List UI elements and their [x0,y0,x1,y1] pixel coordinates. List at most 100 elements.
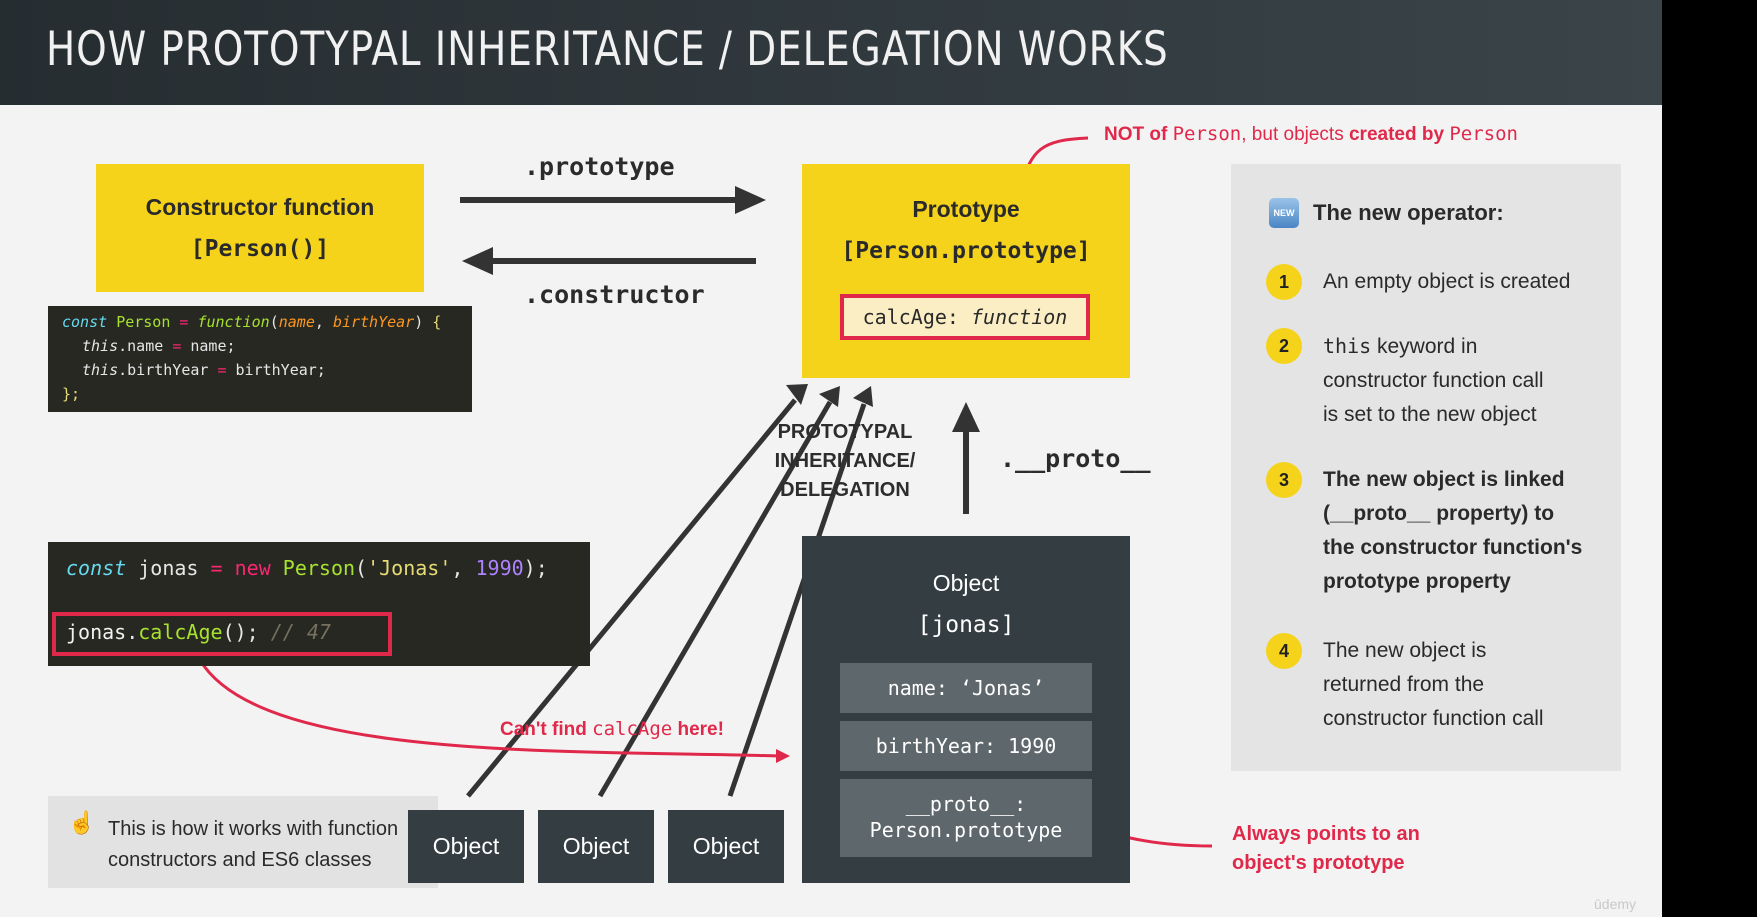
calcage-call-highlight [52,612,392,656]
prototype-box-name: [Person.prototype] [841,238,1091,264]
delegation-arrow-1-head [786,384,808,405]
step-text: The new object is linked (__proto__ prop… [1323,463,1582,599]
code-keyword: const [62,313,108,331]
step-code: this [1323,334,1372,358]
object-box-title: Object [932,570,1000,596]
annotation-line: object's prototype [1232,852,1405,874]
object-field-birthyear: birthYear: 1990 [840,721,1092,771]
code-keyword: this [82,337,119,355]
constructor-box-name: [Person()] [190,236,330,262]
annotation-text: , but objects [1241,124,1349,145]
code-keyword: const [66,556,127,580]
code-operator: = [217,361,227,379]
code-line: }; [48,382,472,406]
constructor-box-title: Constructor function [145,194,375,220]
code-call: (); [222,620,259,644]
code-brace: { [432,313,442,331]
udemy-watermark: ūdemy [1594,896,1637,912]
new-operator-panel: NEW The new operator: 1 An empty object … [1231,164,1621,771]
code-line: jonas.calcAge(); // 47 [66,620,331,644]
step-line: (__proto__ property) to [1323,502,1555,525]
note-text: This is how it works with function const… [108,814,398,876]
code-method: calcAge [138,620,223,644]
code-param: name [278,313,315,331]
code-param: birthYear [332,313,415,331]
code-class: Person [282,556,356,580]
step-number: 2 [1266,328,1302,364]
note-line: This is how it works with function [108,818,399,840]
annotation-code: Person [1172,123,1242,145]
object-field-proto: __proto__: Person.prototype [840,779,1092,857]
annotation-code: Person [1449,123,1518,145]
object-box-name: [jonas] [917,612,1015,638]
object-jonas-box: Object [jonas] name: ‘Jonas’ birthYear: … [802,536,1130,883]
step-line: The new object is linked [1323,468,1565,491]
step-number: 1 [1266,264,1302,300]
delegation-arrow-2 [597,400,833,798]
step-line: returned from the [1323,673,1485,696]
annotation-line: Always points to an [1232,823,1420,845]
code-operator: = [179,313,189,331]
code-operator: = [172,337,182,355]
code-paren: ( [355,556,368,580]
prototype-arrow-head [735,186,766,214]
delegation-arrow-1 [466,398,797,798]
step-text: The new object is returned from the cons… [1323,634,1544,736]
annotation-text: NOT of [1104,124,1173,145]
code-paren: ( [269,313,279,331]
proto-field-value: Person.prototype [869,818,1063,842]
annotation-text: here! [672,719,724,740]
code-var: jonas [66,620,127,644]
code-line: this.name = name; [48,334,472,358]
code-value: name; [190,337,236,355]
proto-arrow-label: .__proto__ [1000,444,1151,473]
code-line: const Person = function(name, birthYear)… [48,310,472,334]
constructor-code-block: const Person = function(name, birthYear)… [48,306,472,412]
step-line: the constructor function's [1323,536,1583,559]
step-line: An empty object is created [1323,270,1571,293]
code-string: 'Jonas' [367,556,452,580]
delegation-arrow-2-head [819,386,840,407]
method-key: calcAge: [862,305,959,329]
step-line: this keyword in [1323,329,1544,364]
code-comma: , [314,313,324,331]
object-field-name: name: ‘Jonas’ [840,663,1092,713]
inheritance-label-line: DELEGATION [780,479,910,501]
step-line: prototype property [1323,570,1511,593]
code-paren: ); [523,556,548,580]
code-comma: , [451,556,464,580]
instance-code-block: const jonas = new Person('Jonas', 1990);… [48,542,590,666]
proto-arrow-head [952,402,980,432]
small-object-box-3: Object [668,810,784,883]
constructor-arrow-label: .constructor [524,280,705,309]
code-var: jonas [138,556,199,580]
step-text: this keyword in constructor function cal… [1323,329,1544,432]
small-object-box-1: Object [408,810,524,883]
proto-field-key: __proto__: [905,792,1027,816]
constructor-function-box: Constructor function [Person()] [96,164,424,292]
prototype-box: Prototype [Person.prototype] calcAge: fu… [802,164,1130,378]
code-function: function [197,313,270,331]
code-keyword: this [82,361,119,379]
diagram-arrows [198,136,1213,848]
new-operator-title: The new operator: [1313,200,1504,225]
step-line: is set to the new object [1323,403,1537,426]
constructor-arrow-head [462,247,493,275]
slide-title: HOW PROTOTYPAL INHERITANCE / DELEGATION … [46,22,1169,77]
cant-find-arrow-head [776,749,790,763]
note-line: constructors and ES6 classes [108,849,372,871]
code-name: Person [116,313,171,331]
delegation-arrow-3-head [853,386,873,407]
cant-find-annotation: Can't find calcAge here! [500,718,724,741]
calcage-method-box: calcAge: function [840,294,1090,340]
code-dot: . [126,620,139,644]
note-box: ☝️ This is how it works with function co… [48,796,438,888]
code-operator: = [210,556,223,580]
step-number: 4 [1266,633,1302,669]
not-of-person-annotation: NOT of Person, but objects created by Pe… [1104,123,1518,146]
small-object-box-2: Object [538,810,654,883]
step-line: constructor function call [1323,369,1544,392]
code-line: const jonas = new Person('Jonas', 1990); [66,556,548,580]
slide-header: HOW PROTOTYPAL INHERITANCE / DELEGATION … [0,0,1662,105]
delegation-arrow-3 [727,403,867,797]
